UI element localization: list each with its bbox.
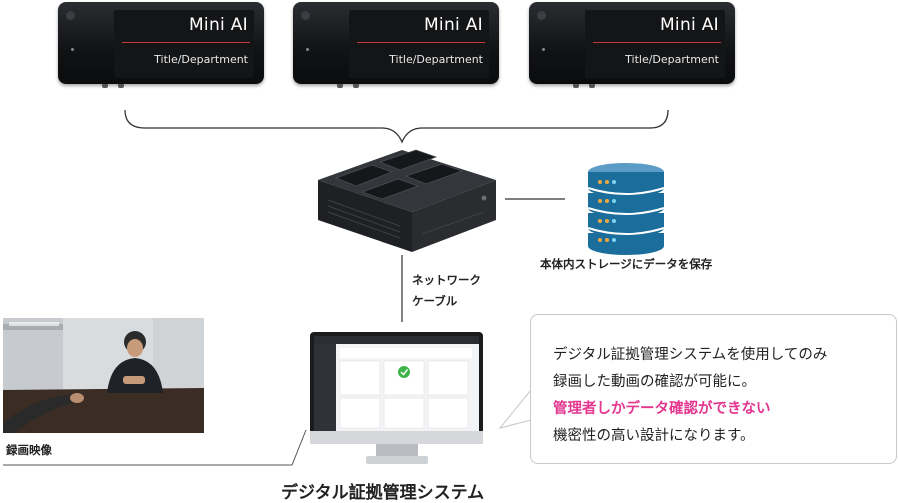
device-name: Mini AI bbox=[188, 15, 248, 35]
recorded-video-image bbox=[3, 318, 204, 433]
callout-line-3-highlight: 管理者しかデータ確認ができない bbox=[553, 401, 771, 417]
camera-icon bbox=[537, 11, 546, 20]
network-label-line2: ケーブル bbox=[412, 294, 458, 308]
database-icon bbox=[587, 163, 665, 255]
callout-line-4: 機密性の高い設計になります。 bbox=[553, 428, 755, 444]
check-icon bbox=[398, 366, 410, 378]
device-subtitle: Title/Department bbox=[625, 53, 719, 66]
device-subtitle: Title/Department bbox=[389, 53, 483, 66]
mini-ai-device-3: Mini AI Title/Department bbox=[529, 2, 735, 88]
network-label-line1: ネットワーク bbox=[412, 273, 481, 287]
storage-label: 本体内ストレージにデータを保存 bbox=[540, 257, 713, 271]
system-label: デジタル証拠管理システム bbox=[281, 483, 485, 503]
mini-ai-device-1: Mini AI Title/Department bbox=[58, 2, 264, 88]
base-station-device bbox=[318, 149, 496, 252]
device-name: Mini AI bbox=[659, 15, 719, 35]
monitor bbox=[310, 332, 483, 464]
callout-line-2: 録画した動画の確認が可能に。 bbox=[553, 374, 756, 390]
camera-icon bbox=[301, 11, 310, 20]
recorded-video-scene bbox=[3, 318, 204, 433]
callout-pointer bbox=[498, 389, 532, 429]
monitor-graphic bbox=[310, 332, 483, 464]
grouping-brace bbox=[124, 109, 669, 144]
video-link-line bbox=[3, 429, 307, 466]
camera-icon bbox=[66, 11, 75, 20]
device-name: Mini AI bbox=[423, 15, 483, 35]
device-subtitle: Title/Department bbox=[154, 53, 248, 66]
callout-box: デジタル証拠管理システムを使用してのみ 録画した動画の確認が可能に。 管理者しか… bbox=[530, 314, 897, 464]
video-label: 録画映像 bbox=[6, 443, 52, 457]
mini-ai-device-2: Mini AI Title/Department bbox=[293, 2, 499, 88]
callout-line-1: デジタル証拠管理システムを使用してのみ bbox=[553, 347, 828, 363]
